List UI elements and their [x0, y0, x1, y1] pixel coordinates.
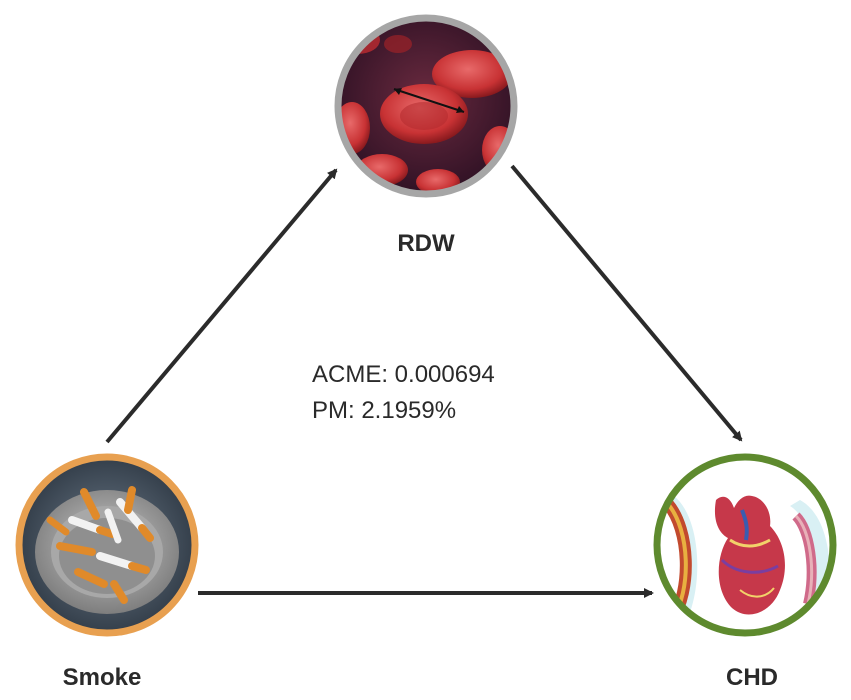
smoke-label: Smoke: [62, 664, 142, 691]
arrow-smoke-to-rdw: [105, 168, 338, 444]
smoke-node: [15, 453, 199, 637]
rdw-label: RDW: [397, 230, 455, 257]
heart-anatomy-icon: [657, 457, 833, 633]
arrow-rdw-to-chd: [510, 164, 743, 442]
rdw-node: [334, 14, 518, 198]
chd-label: CHD: [726, 664, 778, 691]
chd-node: [653, 453, 837, 637]
acme-value: ACME: 0.000694: [312, 361, 495, 388]
ashtray-cigarettes-icon: [19, 457, 195, 633]
pm-value: PM: 2.1959%: [312, 397, 457, 424]
mediation-stats: ACME: 0.000694 PM: 2.1959%: [312, 357, 495, 429]
